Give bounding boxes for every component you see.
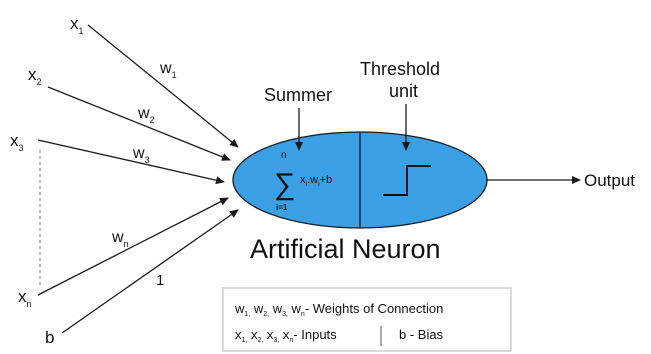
input-label-x1: x1 (70, 14, 84, 36)
input-arrow-bias (61, 209, 239, 334)
input-arrow-x3 (37, 139, 225, 185)
threshold-label-line1: Threshold (360, 59, 440, 79)
legend-bias-text: b - Bias (399, 327, 444, 342)
weight-label-w2: w2 (137, 105, 155, 125)
weight-label-w3: w3 (132, 145, 150, 165)
output-label: Output (584, 171, 635, 190)
sum-upper-limit: n (281, 150, 287, 161)
step-function-icon (383, 165, 431, 196)
input-label-x3: x3 (10, 131, 24, 153)
input-arrow-x1 (87, 24, 239, 148)
legend-box (222, 287, 512, 352)
weight-label-wn: wn (111, 229, 129, 249)
summer-label: Summer (264, 85, 332, 105)
sum-term: xi.wi+b (300, 174, 332, 188)
legend-weights-text: w1, w2, w3, wn- Weights of Connection (234, 301, 443, 318)
input-label-x2: x2 (28, 65, 42, 87)
legend-inputs-text: x1, x2, x3, xn- Inputs (235, 327, 337, 344)
input-label-xn: xn (18, 287, 32, 309)
weight-label-w1: w1 (159, 60, 177, 80)
input-arrow-xn (37, 197, 229, 296)
sigma-symbol: ∑ (274, 168, 295, 201)
weight-label-bias-one: 1 (156, 272, 164, 289)
neuron-title: Artificial Neuron (250, 234, 441, 264)
input-label-bias: b (45, 328, 54, 347)
input-arrow-x2 (47, 86, 231, 161)
sum-lower-limit: i=1 (276, 203, 288, 212)
threshold-label-line2: unit (389, 81, 418, 101)
